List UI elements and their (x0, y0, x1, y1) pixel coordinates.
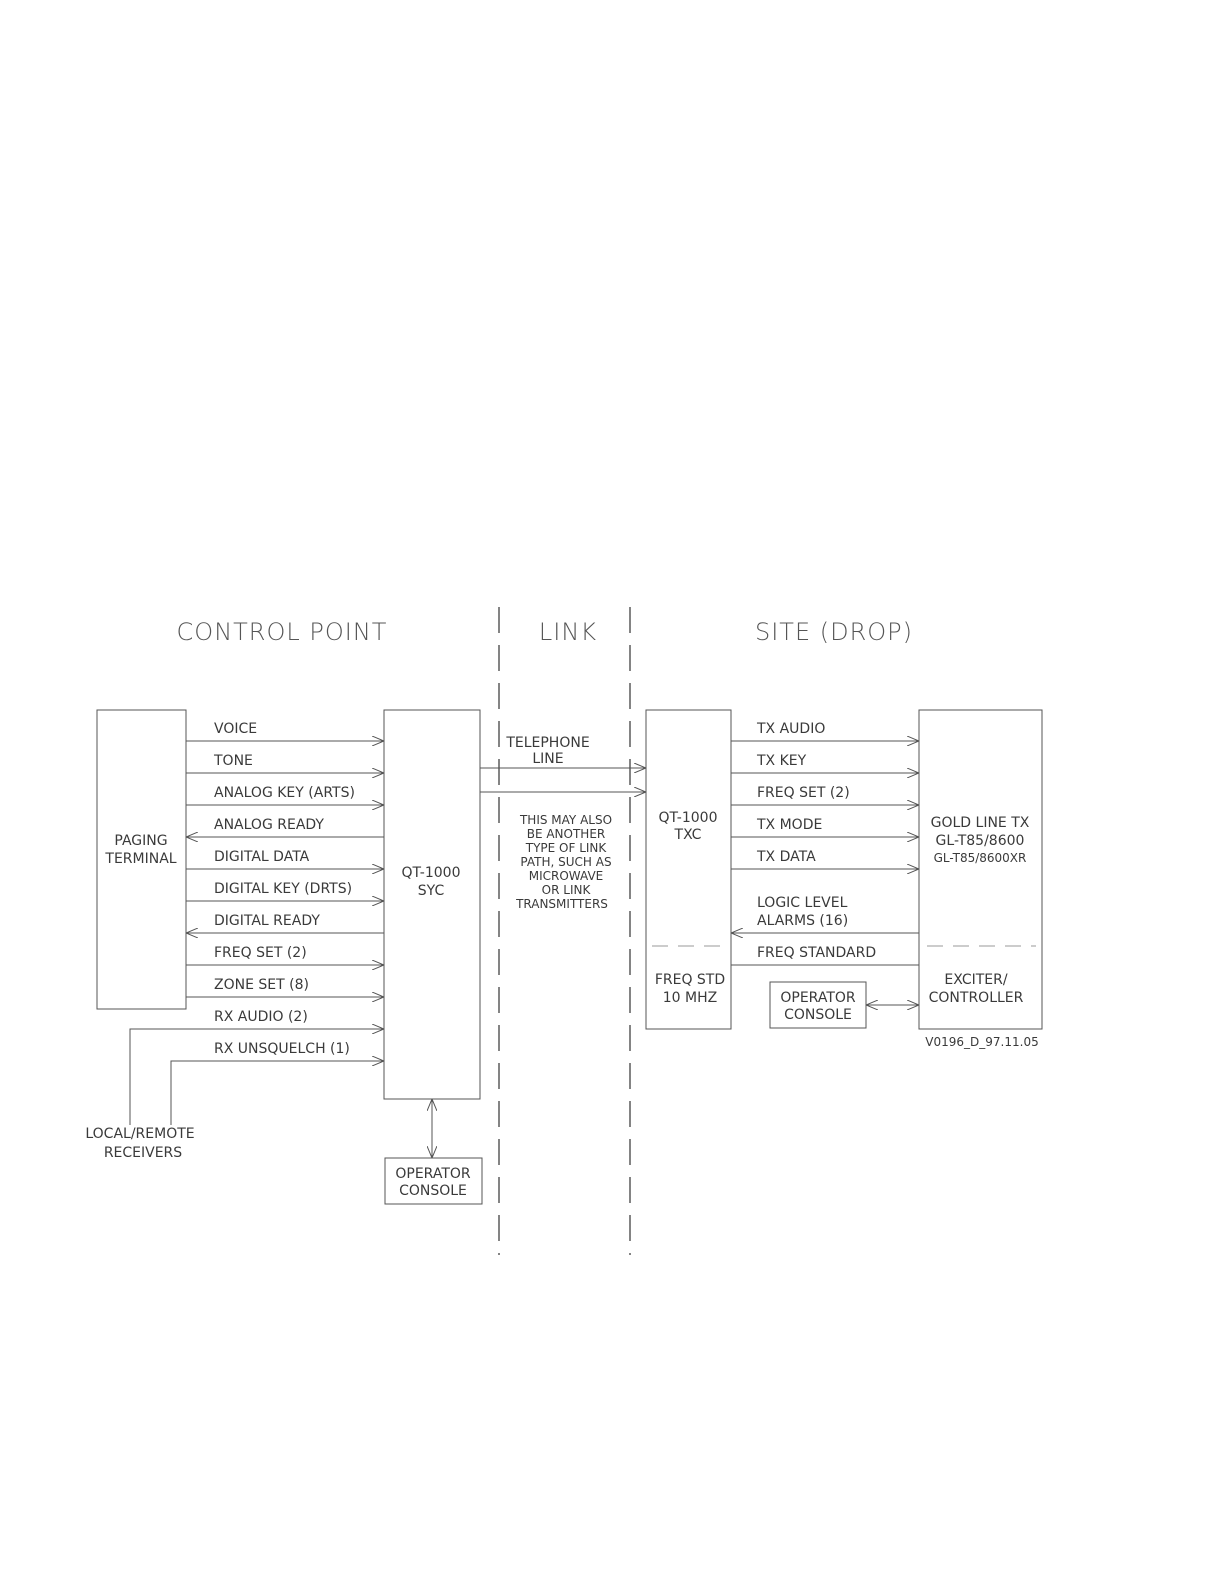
freq-std-label-1: FREQ STD (655, 972, 725, 988)
signal-freq-set: FREQ SET (2) (214, 945, 307, 961)
signal-rx-unsquelch: RX UNSQUELCH (1) (214, 1041, 350, 1057)
signal-digital-data: DIGITAL DATA (214, 849, 310, 865)
signal-tx-mode: TX MODE (756, 817, 822, 833)
link-note: THIS MAY ALSO BE ANOTHER TYPE OF LINK PA… (515, 813, 612, 911)
signal-analog-key: ANALOG KEY (ARTS) (214, 785, 355, 801)
alarms-label-2: ALARMS (16) (757, 913, 848, 929)
exciter-label-1: EXCITER/ (944, 972, 1007, 988)
operator-console-right-label-2: CONSOLE (784, 1007, 852, 1023)
link-note-line-1: THIS MAY ALSO (519, 813, 612, 827)
signal-voice: VOICE (214, 721, 257, 737)
section-control-point: CONTROL POINT (177, 618, 388, 646)
operator-console-left-label-1: OPERATOR (395, 1166, 471, 1182)
link-note-line-5: MICROWAVE (529, 869, 604, 883)
receivers-label-2: RECEIVERS (104, 1145, 182, 1161)
signal-tx-data: TX DATA (756, 849, 816, 865)
signal-tx-key: TX KEY (756, 753, 807, 769)
link-note-line-4: PATH, SUCH AS (520, 855, 611, 869)
section-site: SITE (DROP) (755, 618, 913, 646)
right-signal-lines (731, 741, 919, 966)
syc-label-1: QT-1000 (402, 865, 461, 881)
gold-line-label-1: GOLD LINE TX (931, 815, 1030, 831)
operator-console-right-label-1: OPERATOR (780, 990, 856, 1006)
link-note-line-3: TYPE OF LINK (525, 841, 608, 855)
section-link: LINK (539, 618, 597, 646)
link-note-line-6: OR LINK (542, 883, 592, 897)
link-note-line-2: BE ANOTHER (527, 827, 606, 841)
signal-tone: TONE (213, 753, 253, 769)
receivers-label-1: LOCAL/REMOTE (85, 1126, 194, 1142)
gold-line-label-2: GL-T85/8600 (936, 833, 1025, 849)
operator-console-left-box (384, 1157, 483, 1205)
signal-zone-set: ZONE SET (8) (214, 977, 309, 993)
exciter-label-2: CONTROLLER (929, 990, 1024, 1006)
link-note-line-7: TRANSMITTERS (515, 897, 608, 911)
paging-terminal-label-1: PAGING (114, 833, 167, 849)
signal-digital-key: DIGITAL KEY (DRTS) (214, 881, 352, 897)
left-signal-lines (129, 741, 384, 1125)
syc-label-2: SYC (418, 883, 445, 899)
syc-box (383, 709, 481, 1100)
alarms-label-1: LOGIC LEVEL (757, 895, 848, 911)
signal-tx-audio: TX AUDIO (756, 721, 825, 737)
signal-freq-standard: FREQ STANDARD (757, 945, 876, 961)
signal-digital-ready: DIGITAL READY (214, 913, 320, 929)
txc-label-2: TXC (674, 827, 702, 843)
paging-terminal-label-2: TERMINAL (104, 851, 176, 867)
signal-rx-audio: RX AUDIO (2) (214, 1009, 308, 1025)
telephone-label-2: LINE (532, 751, 563, 767)
paging-terminal-box (96, 709, 187, 1010)
signal-analog-ready: ANALOG READY (214, 817, 324, 833)
operator-console-left-label-2: CONSOLE (399, 1183, 467, 1199)
drawing-id: V0196_D_97.11.05 (925, 1035, 1038, 1049)
gold-line-label-3: GL-T85/8600XR (934, 851, 1027, 865)
txc-label-1: QT-1000 (659, 810, 718, 826)
freq-std-label-2: 10 MHZ (663, 990, 717, 1006)
signal-freq-set-right: FREQ SET (2) (757, 785, 850, 801)
telephone-label-1: TELEPHONE (505, 735, 589, 751)
